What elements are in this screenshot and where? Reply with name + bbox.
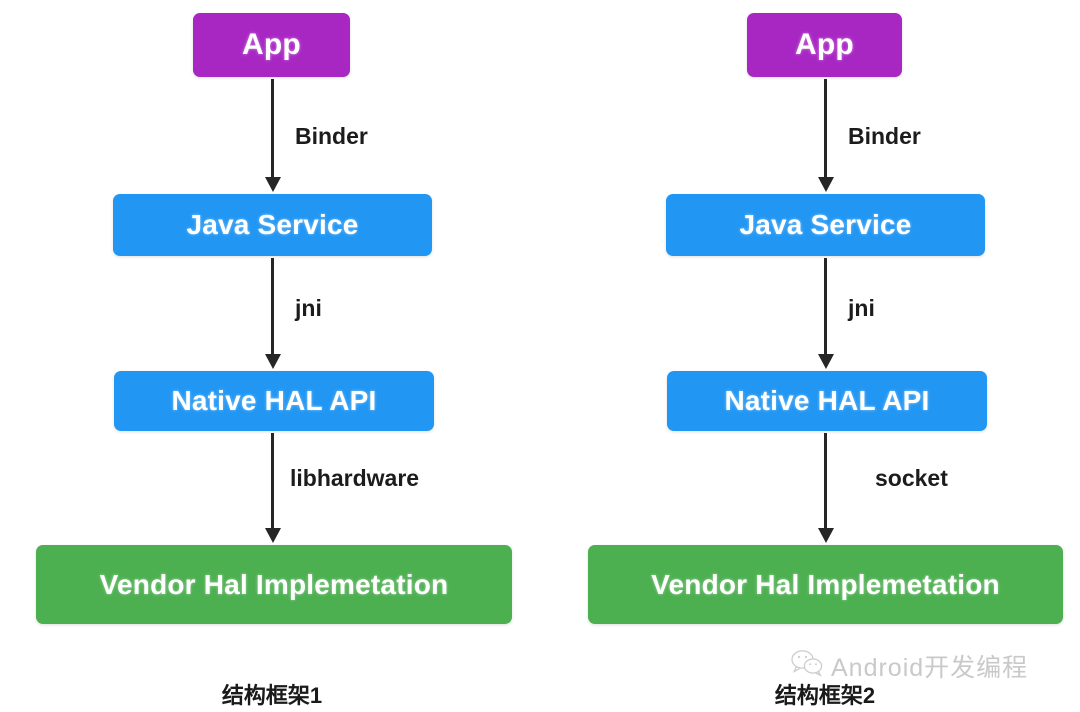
watermark-text: Android开发编程 bbox=[831, 654, 1029, 682]
app-box-label: App bbox=[242, 28, 301, 61]
arrow-label-binder-left: Binder bbox=[295, 123, 368, 149]
app-box-label: App bbox=[795, 28, 854, 61]
arrow-label-binder-right: Binder bbox=[848, 123, 921, 149]
vendor-hal-box-left: Vendor Hal Implemetation bbox=[36, 545, 512, 624]
arrow-hal-to-vendor-right bbox=[817, 433, 834, 543]
wechat-icon bbox=[790, 649, 824, 684]
java-service-box-left: Java Service bbox=[113, 194, 432, 256]
vendor-hal-box-label: Vendor Hal Implemetation bbox=[651, 568, 1000, 600]
app-box-right: App bbox=[747, 13, 902, 77]
arrow-hal-to-vendor-left bbox=[264, 433, 281, 543]
vendor-hal-box-right: Vendor Hal Implemetation bbox=[588, 545, 1063, 624]
arrowhead-icon bbox=[264, 177, 281, 192]
arrow-app-to-service-right bbox=[817, 79, 834, 192]
vendor-hal-box-label: Vendor Hal Implemetation bbox=[99, 568, 449, 600]
arrowhead-icon bbox=[817, 354, 834, 369]
arrow-label-libhardware-left: libhardware bbox=[290, 465, 420, 491]
watermark: Android开发编程 bbox=[790, 648, 1028, 684]
native-hal-api-box-right: Native HAL API bbox=[667, 371, 987, 431]
arrow-label-socket-right: socket bbox=[875, 465, 948, 491]
java-service-box-label: Java Service bbox=[186, 209, 359, 240]
java-service-box-right: Java Service bbox=[666, 194, 985, 256]
arrowhead-icon bbox=[264, 354, 281, 369]
arrowhead-icon bbox=[264, 528, 281, 543]
native-hal-api-box-label: Native HAL API bbox=[724, 385, 930, 416]
arrow-service-to-hal-right bbox=[817, 258, 834, 369]
java-service-box-label: Java Service bbox=[739, 209, 912, 240]
arrowhead-icon bbox=[817, 177, 834, 192]
caption-diagram-2: 结构框架2 bbox=[774, 683, 876, 708]
arrow-label-jni-right: jni bbox=[848, 295, 875, 321]
native-hal-api-box-left: Native HAL API bbox=[114, 371, 434, 431]
arrowhead-icon bbox=[817, 528, 834, 543]
native-hal-api-box-label: Native HAL API bbox=[171, 385, 377, 416]
arrow-label-jni-left: jni bbox=[295, 295, 322, 321]
arrow-app-to-service-left bbox=[264, 79, 281, 192]
caption-diagram-1: 结构框架1 bbox=[221, 683, 323, 708]
arrow-service-to-hal-left bbox=[264, 258, 281, 369]
app-box-left: App bbox=[193, 13, 350, 77]
